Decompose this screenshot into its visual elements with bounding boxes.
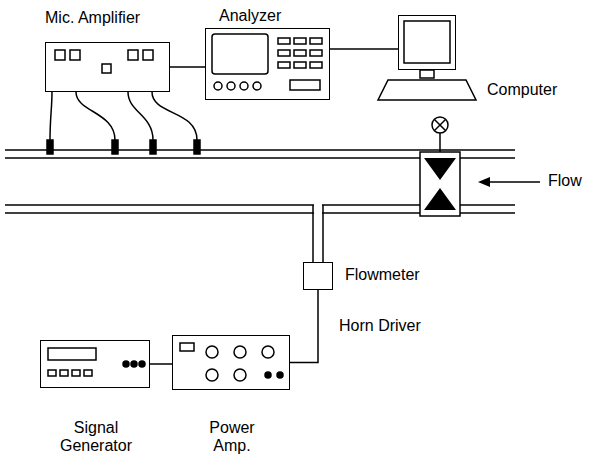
monitor-screen [404,21,450,63]
branch-tube [312,205,314,262]
instrument-box: Horn Driver [303,262,333,290]
pipe-wall [5,149,515,151]
cable [330,48,398,50]
panel-button [102,64,111,73]
instrument-box: Power Amp. [172,335,290,390]
microphone [150,140,156,154]
panel-button [143,50,153,60]
instrument-label: Computer [487,81,587,99]
valve-wedge [424,158,456,180]
valve-stem [439,133,441,152]
instrument-label: Analyzer [219,7,319,25]
keyboard [378,80,476,100]
mic-cable [76,92,115,140]
cable [150,363,172,365]
mic-cable [128,92,153,140]
flow-arrow [486,181,540,183]
monitor-stand [420,70,434,78]
panel-button [55,50,65,60]
branch-tube [322,205,324,262]
microphone [112,140,118,154]
mic-cable [50,92,52,140]
microphone [194,140,200,154]
instrument-box: Mic. Amplifier [45,42,170,92]
valve-wedge [424,188,456,210]
instrument-label: Signal Generator [51,419,141,455]
instrument-box: Signal Generator [40,340,150,388]
display [48,348,96,360]
instrument-box: Computer [398,15,456,70]
valve-gauge [432,117,448,133]
panel-button [128,50,138,60]
instrument-label: Horn Driver [339,317,449,335]
arrow-head [478,177,490,187]
cable [170,66,205,68]
analyzer-screen [212,34,268,74]
cable [290,290,318,363]
instrument-box: Analyzer [205,28,330,100]
instrument-label: Power Amp. [197,419,267,455]
part-label: Flow [548,172,582,190]
mic-cable [152,92,197,140]
valve-body [420,152,460,216]
instrument-label: Mic. Amplifier [45,9,185,27]
microphone [47,140,53,154]
panel-button [70,50,80,60]
part-label: Flowmeter [345,266,420,284]
